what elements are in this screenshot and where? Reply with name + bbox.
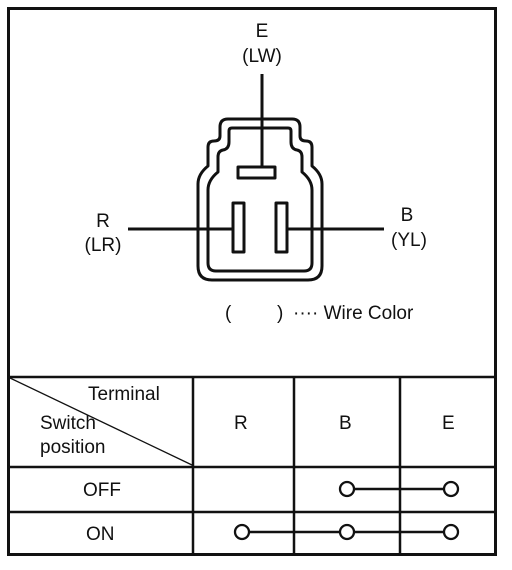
- column-header-r: R: [234, 413, 248, 434]
- terminal-b-wire-color: (YL): [391, 230, 427, 251]
- diagram-frame: [7, 7, 497, 556]
- legend-text: ···· Wire Color: [293, 303, 414, 324]
- column-header-b: B: [339, 413, 352, 434]
- continuity-marks: [233, 480, 460, 541]
- corner-switch-label: Switch: [40, 413, 96, 434]
- terminal-e-letter: E: [255, 21, 269, 42]
- terminal-b-blade: [274, 201, 289, 254]
- terminal-e-wire-color: (LW): [242, 46, 282, 67]
- connector-housing-outer: [196, 117, 324, 282]
- terminal-e-blade: [236, 165, 277, 180]
- terminal-r-blade: [231, 201, 246, 254]
- continuity-node-off-b: [338, 480, 356, 498]
- terminal-b-letter: B: [400, 205, 414, 226]
- continuity-node-on-r: [233, 523, 251, 541]
- column-header-e: E: [442, 413, 455, 434]
- continuity-node-off-e: [442, 480, 460, 498]
- corner-diagonal: [9, 377, 193, 466]
- row-label-off: OFF: [83, 480, 121, 501]
- corner-terminal-label: Terminal: [88, 384, 160, 405]
- terminal-r-letter: R: [96, 211, 110, 232]
- corner-position-label: position: [40, 437, 106, 458]
- continuity-node-on-b: [338, 523, 356, 541]
- legend-open-paren: (: [225, 303, 232, 324]
- connector-housing-inner: [206, 126, 314, 273]
- row-label-on: ON: [86, 524, 115, 545]
- legend-close-paren: ): [277, 303, 284, 324]
- terminal-r-wire-color: (LR): [84, 235, 122, 256]
- continuity-node-on-e: [442, 523, 460, 541]
